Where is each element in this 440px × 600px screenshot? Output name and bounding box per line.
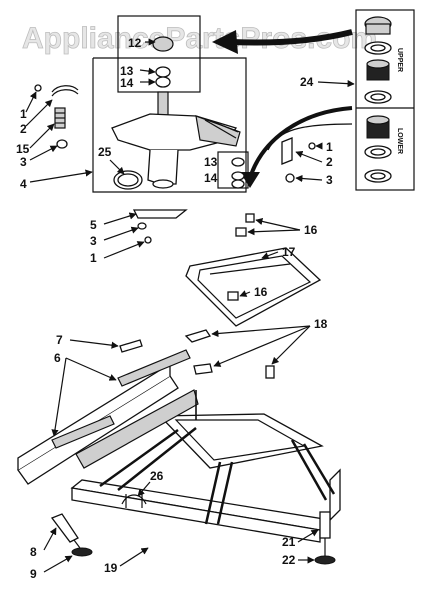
leader-lines [25, 38, 355, 573]
part-22-foot [314, 555, 336, 565]
callout-26: 26 [150, 469, 164, 483]
callout-14-lower: 14 [204, 171, 218, 185]
part-16-clip-b [245, 213, 255, 223]
callout-24: 24 [300, 75, 314, 89]
cabinet-base-frame [17, 362, 341, 543]
callout-22: 22 [282, 553, 296, 567]
part-26-bracket [121, 494, 147, 505]
part-8-leg [50, 513, 79, 543]
kit-arrow-head [212, 30, 238, 54]
callout-7: 7 [56, 333, 63, 347]
callout-2-right: 2 [326, 155, 333, 169]
part-2-clamp [51, 85, 79, 93]
callout-1-center: 1 [90, 251, 97, 265]
part-13-ring [155, 66, 171, 78]
inset-frame [355, 9, 415, 191]
part-9-foot [71, 547, 93, 557]
part-6-brace-upper [117, 349, 191, 387]
part-3-nut-c [137, 222, 147, 230]
callout-14: 14 [120, 76, 134, 90]
kit-arrow2-shaft [248, 106, 353, 179]
callout-6: 6 [54, 351, 61, 365]
left-hardware [34, 84, 79, 149]
callout-12: 12 [128, 36, 142, 50]
callout-8: 8 [30, 545, 37, 559]
callout-3-center: 3 [90, 234, 97, 248]
lower-seal-frame [217, 151, 249, 189]
callout-19: 19 [104, 561, 118, 575]
part-18-clip-c [265, 365, 275, 379]
frame-leg-3 [204, 461, 222, 525]
callout-4: 4 [20, 177, 27, 191]
callout-1: 1 [20, 107, 27, 121]
callout-25: 25 [98, 145, 112, 159]
right-hardware [267, 123, 353, 183]
part-1-screw-r [308, 142, 316, 150]
transmission-frame [92, 57, 247, 193]
part-18-clip-a [184, 329, 212, 343]
lower-label: LOWER [396, 128, 403, 154]
pump-plate-17 [185, 213, 322, 327]
kit-arrow-shaft [231, 29, 353, 46]
callout-3: 3 [20, 155, 27, 169]
center-hardware [132, 209, 188, 244]
callout-2: 2 [20, 122, 27, 136]
part-18-clip-b [193, 363, 213, 375]
base-right-rail [329, 468, 341, 522]
part-6-brace-lower [51, 415, 115, 449]
top-frame [158, 413, 324, 469]
callout-16-plate: 16 [254, 285, 268, 299]
transmission-assembly [92, 15, 249, 193]
gearcase-post [147, 149, 179, 185]
part-12-seal [152, 36, 174, 52]
bearing-kit-inset: UPPER LOWER [355, 9, 415, 191]
part-2-clamp-r [281, 137, 293, 165]
kit-arrow2-head [240, 172, 260, 188]
callout-17: 17 [282, 245, 296, 259]
callout-5: 5 [90, 218, 97, 232]
part-16-clip-c [227, 291, 239, 301]
callout-15: 15 [16, 142, 30, 156]
plate-outline [185, 247, 322, 327]
callout-21: 21 [282, 535, 296, 549]
part-5-bracket [132, 209, 188, 219]
part-7-strap [119, 339, 143, 353]
callout-16: 16 [304, 223, 318, 237]
callout-13-lower: 13 [204, 155, 218, 169]
rear-brace [75, 389, 199, 469]
part-1-screw-c [144, 236, 152, 244]
leveling-feet [50, 511, 336, 565]
part-3-nut [56, 139, 68, 149]
upper-seal-body [365, 23, 391, 35]
part-14-ring [155, 76, 171, 88]
part-21-leg [319, 511, 331, 539]
frame-leg-2 [290, 439, 328, 501]
callout-18: 18 [314, 317, 328, 331]
upper-label: UPPER [396, 48, 403, 72]
callout-13: 13 [120, 64, 134, 78]
callout-labels: 12 13 14 1 2 15 3 4 25 13 14 24 1 2 3 5 … [16, 36, 333, 581]
callout-3-right: 3 [326, 173, 333, 187]
part-1-screw [34, 84, 42, 92]
brace-parts [51, 329, 275, 449]
part-16-clip-a [235, 227, 247, 237]
frame-leg-1 [99, 428, 179, 488]
callout-9: 9 [30, 567, 37, 581]
callout-1-right: 1 [326, 140, 333, 154]
part-3-nut-r [285, 173, 295, 183]
